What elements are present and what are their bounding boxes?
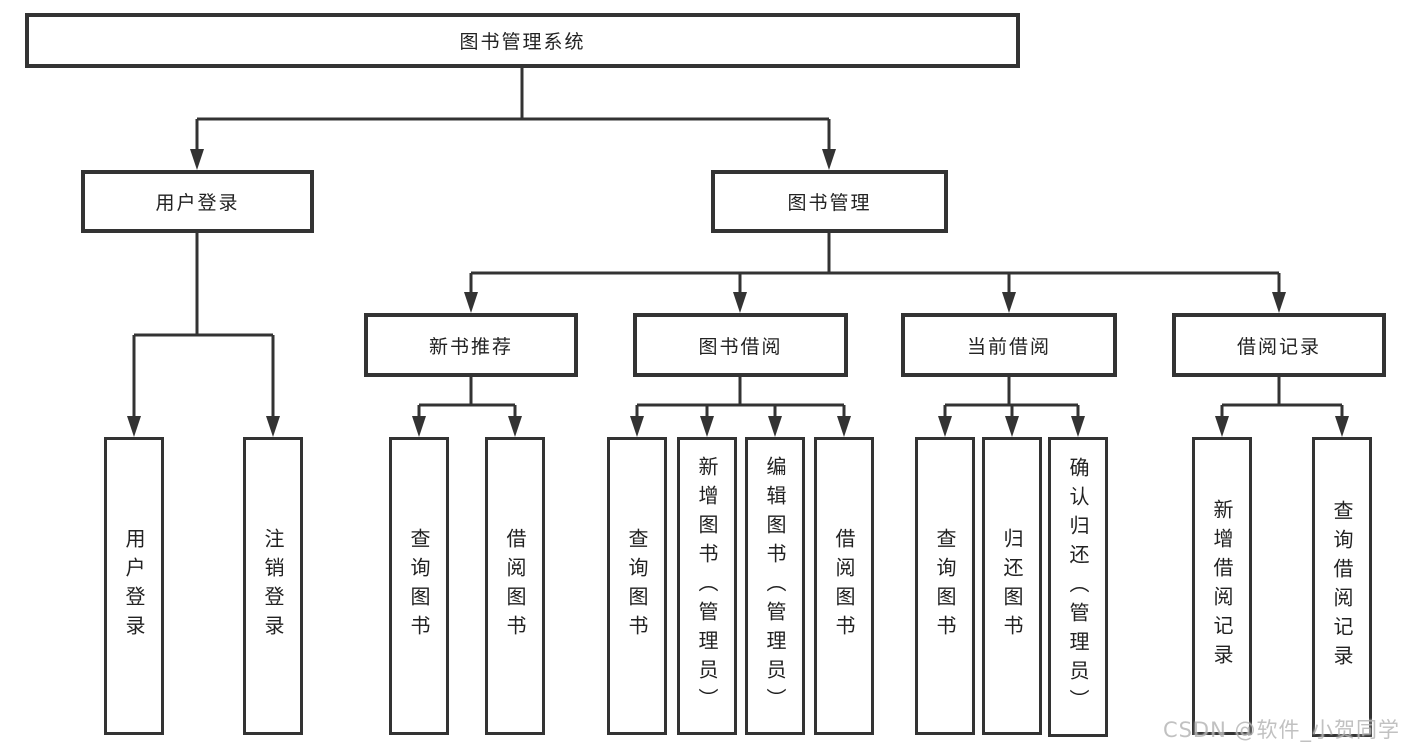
node-leaf-bb-edit-book-admin: 编辑图书（管理员） [745,437,805,735]
arrowhead-user-login [190,149,204,170]
node-leaf-user-login-action: 用户登录 [104,437,164,735]
connector-user-login-children [127,233,280,437]
arrowhead-logout [266,416,280,437]
node-current-borrowing: 当前借阅 [901,313,1117,377]
arrowhead-bb-borrow [837,416,851,437]
connector-borrow-records-children [1215,377,1349,437]
arrowhead-bb-add [700,416,714,437]
arrowhead-br-add [1215,416,1229,437]
node-leaf-nb-query-book: 查询图书 [389,437,449,735]
node-leaf-cb-query-book: 查询图书 [915,437,975,735]
node-leaf-bb-add-book-admin: 新增图书（管理员） [677,437,737,735]
arrowhead-book-borrow [733,292,747,313]
node-leaf-cb-confirm-return-admin: 确认归还（管理员） [1048,437,1108,737]
connector-book-management-children [464,233,1286,313]
connector-current-borrow-children [938,377,1085,437]
node-leaf-bb-query-book: 查询图书 [607,437,667,735]
arrowhead-nb-query [412,416,426,437]
node-borrowing-records: 借阅记录 [1172,313,1386,377]
arrowhead-new-book [464,292,478,313]
connector-book-borrow-children [630,377,851,437]
node-leaf-logout: 注销登录 [243,437,303,735]
arrowhead-br-query [1335,416,1349,437]
arrowhead-bb-edit [768,416,782,437]
arrowhead-bb-query [630,416,644,437]
arrowhead-cb-return [1005,416,1019,437]
node-book-management: 图书管理 [711,170,948,233]
connector-new-book-children [412,377,522,437]
arrowhead-current-borrow [1002,292,1016,313]
arrowhead-cb-confirm [1071,416,1085,437]
arrowhead-login-action [127,416,141,437]
node-leaf-bb-borrow-book: 借阅图书 [814,437,874,735]
node-leaf-br-add-record: 新增借阅记录 [1192,437,1252,735]
connector-root-to-level2 [190,68,836,170]
node-user-login: 用户登录 [81,170,314,233]
node-library-management-system: 图书管理系统 [25,13,1020,68]
node-new-book-recommend: 新书推荐 [364,313,578,377]
node-book-borrowing: 图书借阅 [633,313,848,377]
node-leaf-cb-return-book: 归还图书 [982,437,1042,735]
arrowhead-cb-query [938,416,952,437]
node-leaf-br-query-record: 查询借阅记录 [1312,437,1372,737]
arrowhead-nb-borrow [508,416,522,437]
arrowhead-book-management [822,149,836,170]
arrowhead-borrow-records [1272,292,1286,313]
node-leaf-nb-borrow-book: 借阅图书 [485,437,545,735]
